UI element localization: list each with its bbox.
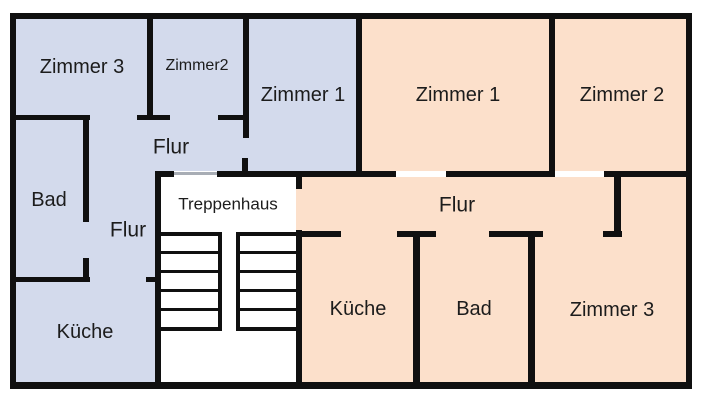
stair-stringer: [218, 232, 222, 331]
wall-segment: [10, 13, 16, 389]
wall-segment: [614, 171, 621, 237]
wall-segment: [446, 171, 555, 177]
door-opening-line: [174, 172, 217, 175]
stair-tread: [236, 308, 296, 311]
wall-segment: [218, 115, 249, 120]
wall-segment: [243, 19, 249, 138]
wall-segment: [296, 230, 302, 389]
room-label-right-zimmer1: Zimmer 1: [415, 84, 501, 106]
stair-tread: [236, 289, 296, 292]
wall-segment: [489, 231, 543, 237]
left-apartment-upper-area: [16, 19, 356, 171]
stair-tread: [161, 327, 222, 331]
wall-segment: [686, 13, 692, 389]
stair-tread: [161, 232, 222, 236]
wall-segment: [603, 231, 622, 237]
wall-segment: [242, 158, 248, 171]
right-apartment-upper-area: [362, 19, 686, 171]
wall-segment: [10, 13, 692, 19]
wall-segment: [604, 171, 692, 177]
wall-segment: [147, 19, 153, 120]
wall-segment: [155, 171, 174, 177]
wall-segment: [155, 171, 161, 389]
wall-segment: [10, 277, 90, 282]
wall-segment: [83, 258, 89, 282]
wall-segment: [137, 115, 170, 120]
wall-segment: [296, 231, 341, 237]
stair-stringer: [236, 232, 240, 331]
room-label-left-flur-upper: Flur: [152, 135, 190, 159]
wall-segment: [10, 382, 692, 389]
stair-tread: [236, 327, 296, 331]
stair-tread: [236, 232, 296, 236]
wall-segment: [10, 115, 90, 120]
wall-segment: [549, 19, 555, 171]
wall-segment: [217, 171, 396, 177]
room-label-left-zimmer3: Zimmer 3: [39, 56, 125, 78]
stair-tread: [161, 270, 222, 273]
room-label-left-bad: Bad: [31, 189, 67, 211]
room-label-left-zimmer1: Zimmer 1: [260, 84, 346, 106]
wall-segment: [83, 115, 89, 222]
room-label-left-zimmer2: Zimmer2: [165, 57, 229, 74]
wall-segment: [413, 231, 420, 382]
room-label-left-kueche: Küche: [56, 321, 114, 343]
stair-tread: [161, 251, 222, 254]
wall-segment: [356, 19, 362, 171]
room-label-stairwell: Treppenhaus: [178, 194, 278, 214]
right-apartment-lower-area: [296, 177, 686, 382]
wall-segment: [528, 231, 535, 382]
wall-segment: [296, 171, 302, 189]
room-label-right-zimmer3: Zimmer 3: [569, 299, 655, 321]
room-label-right-bad: Bad: [456, 298, 492, 320]
room-label-right-flur: Flur: [438, 193, 476, 217]
room-label-right-zimmer2: Zimmer 2: [579, 84, 665, 106]
stair-tread: [161, 289, 222, 292]
stair-tread: [236, 251, 296, 254]
stair-tread: [236, 270, 296, 273]
wall-segment: [146, 277, 161, 282]
stairwell-area: [161, 177, 296, 382]
room-label-right-kueche: Küche: [329, 298, 387, 320]
room-label-left-flur-lower: Flur: [109, 218, 147, 242]
stair-tread: [161, 308, 222, 311]
